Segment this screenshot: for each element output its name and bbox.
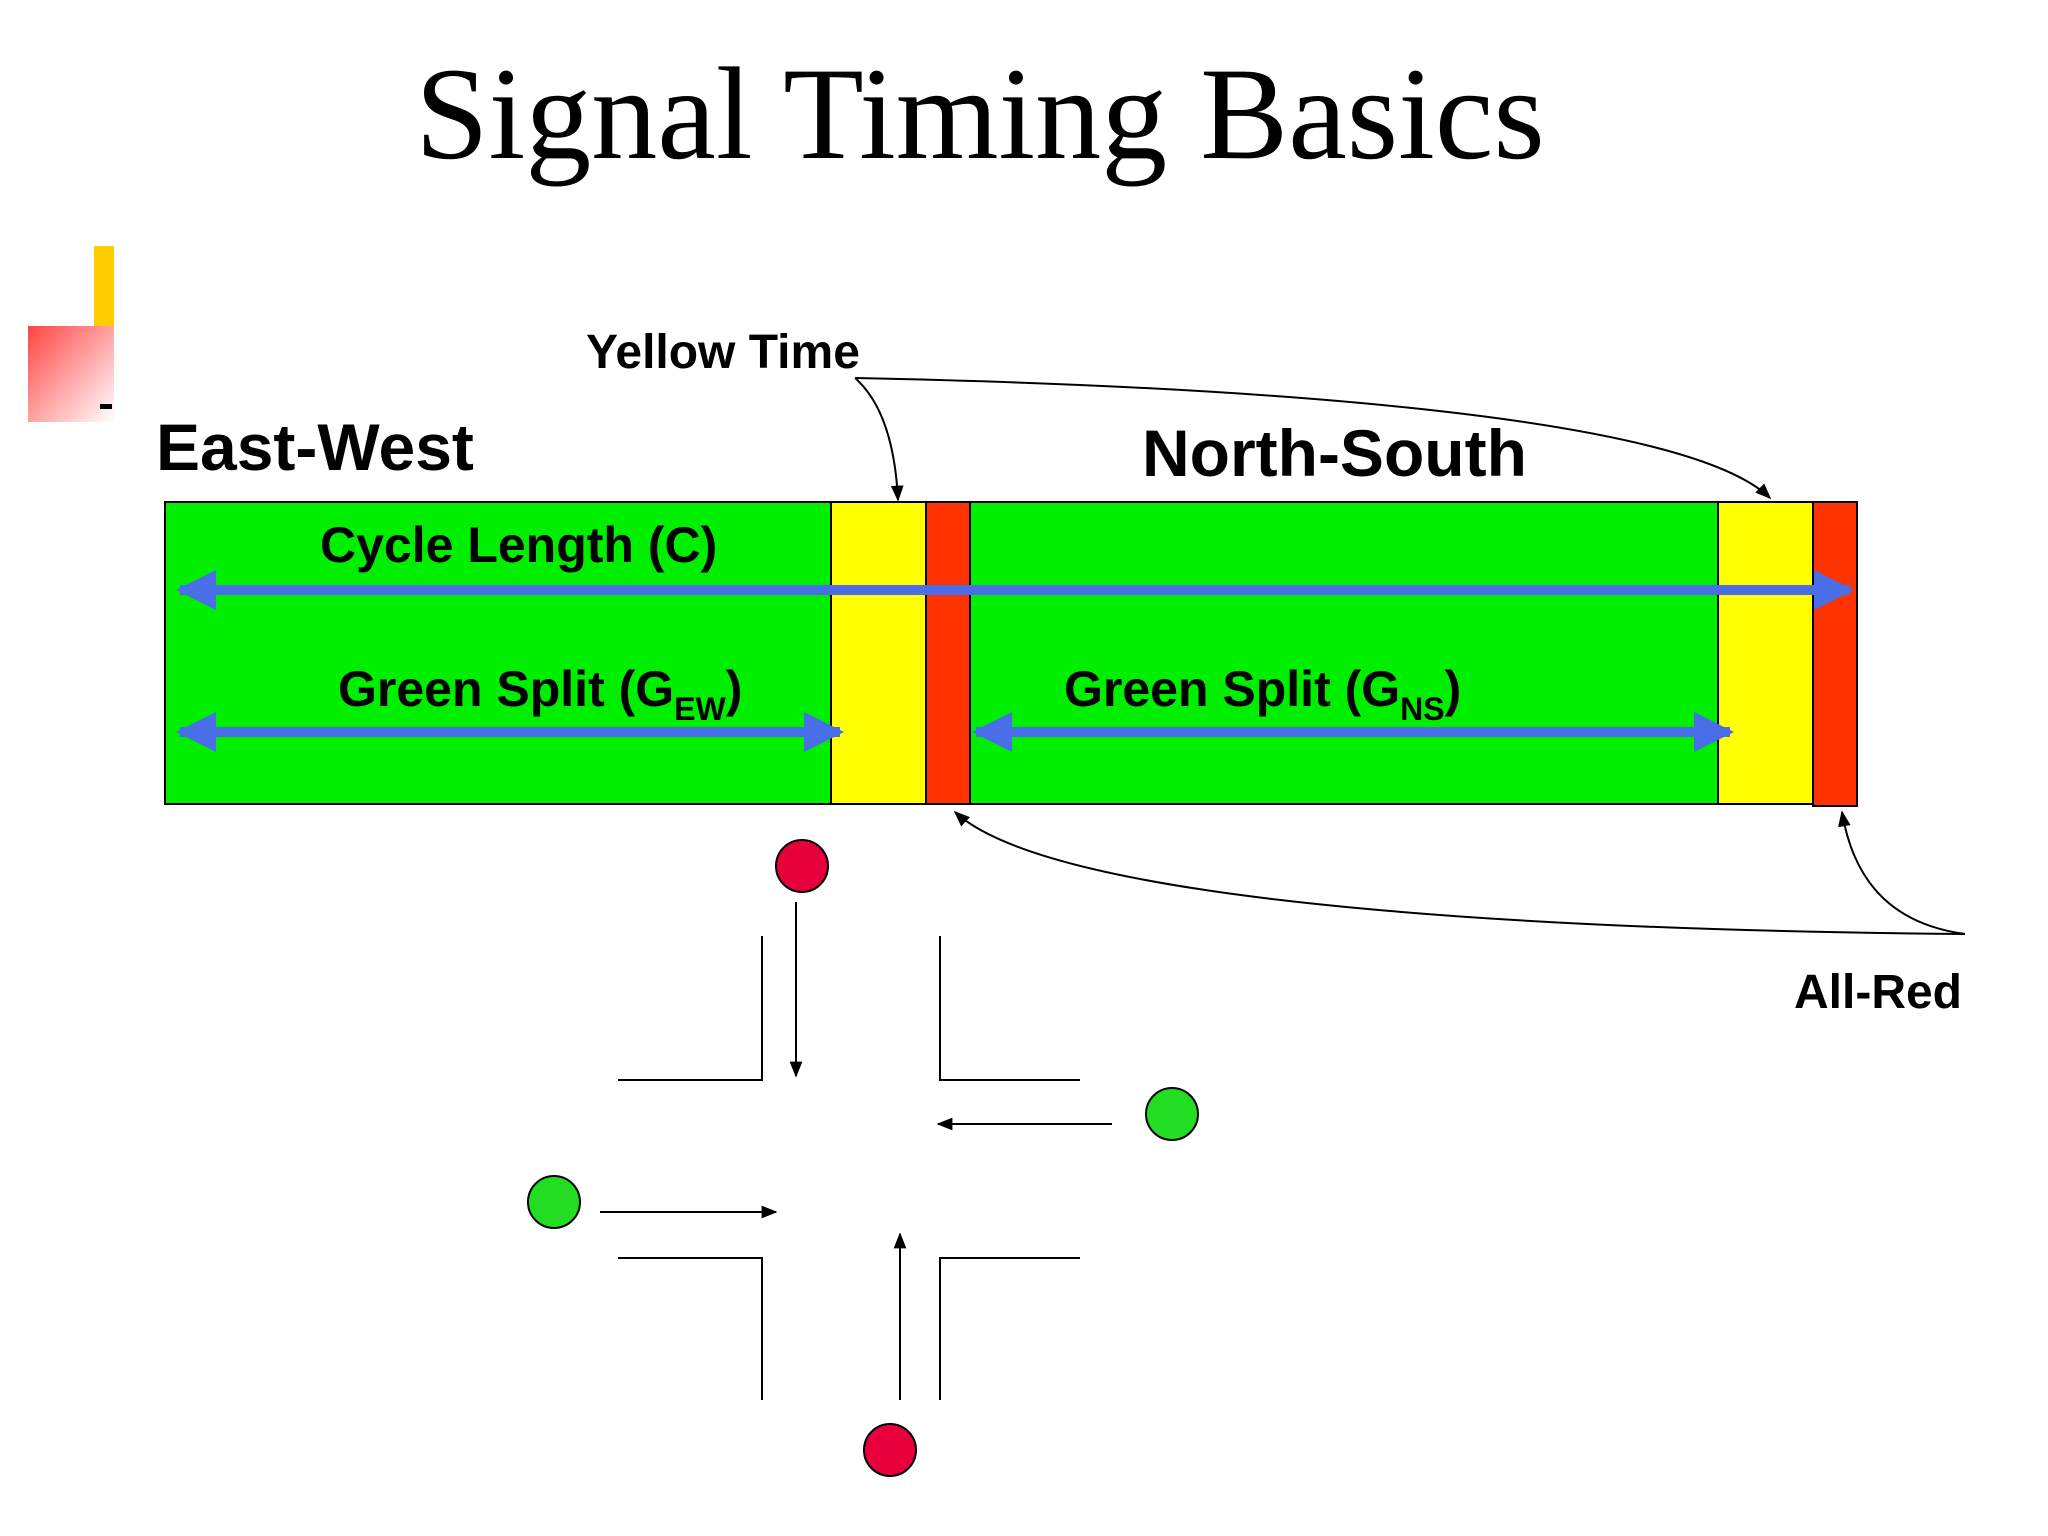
traffic-arrows [600, 902, 1112, 1400]
road-corner-sw [618, 1257, 763, 1400]
road-corner-nw [618, 936, 763, 1081]
signal-indicators [527, 839, 1199, 1477]
east-signal-green [1145, 1087, 1199, 1141]
yellow-time-pointer-ns [854, 377, 1772, 500]
timing-bar [164, 501, 1858, 807]
south-signal-red [863, 1423, 917, 1477]
ns-yellow-segment [1717, 501, 1814, 805]
ew-green-segment [164, 501, 832, 805]
green-split-ew-label: Green Split (GEW) [338, 661, 742, 727]
ew-yellow-segment [830, 501, 927, 805]
ns-green-segment [969, 501, 1719, 805]
yellow-time-label: Yellow Time [586, 326, 860, 379]
intersection-roads [618, 936, 1080, 1400]
west-signal-green [527, 1175, 581, 1229]
cycle-length-label: Cycle Length (C) [320, 517, 717, 573]
road-corner-ne [939, 936, 1080, 1081]
ew-all-red-segment [925, 501, 971, 805]
north-signal-red [775, 839, 829, 893]
east-west-label: East-West [156, 410, 474, 484]
slide-bullet-decoration [28, 246, 114, 422]
all-red-pointer-ns [1838, 810, 1966, 935]
slide-title: Signal Timing Basics [415, 40, 1545, 187]
all-red-label: All-Red [1794, 966, 1962, 1019]
north-south-label: North-South [1142, 416, 1527, 490]
yellow-time-pointer-ew [854, 377, 904, 502]
all-red-pointer-ew [953, 810, 1966, 935]
road-corner-se [939, 1257, 1080, 1400]
ns-all-red-segment [1812, 501, 1858, 807]
green-split-ns-label: Green Split (GNS) [1064, 661, 1461, 727]
